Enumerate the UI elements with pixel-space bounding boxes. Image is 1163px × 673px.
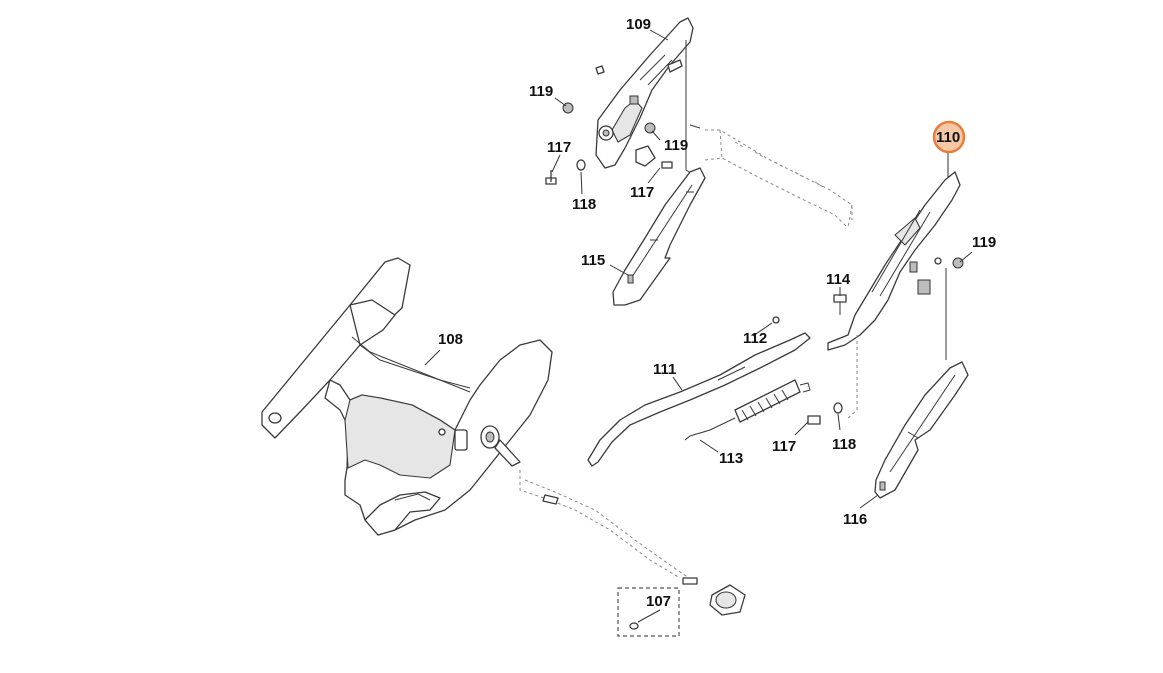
part-109-left-bracket xyxy=(595,17,694,169)
cable-dashed xyxy=(519,470,698,585)
part-115-left-plate xyxy=(612,167,706,306)
callout-107[interactable]: 107 xyxy=(646,593,671,610)
axle-tube xyxy=(704,129,853,229)
callout-115[interactable]: 115 xyxy=(581,252,605,269)
part-113-spring xyxy=(684,379,811,441)
hardware-right-group xyxy=(807,257,964,425)
callout-118-right[interactable]: 118 xyxy=(832,436,856,453)
part-111-lever xyxy=(587,332,811,467)
callout-118-left[interactable]: 118 xyxy=(572,196,596,213)
callout-119-top-left[interactable]: 119 xyxy=(529,83,553,100)
part-116-right-plate xyxy=(874,361,969,499)
callout-116[interactable]: 116 xyxy=(843,511,867,528)
callout-110-highlight-ring xyxy=(932,120,966,154)
callout-117-left[interactable]: 117 xyxy=(547,139,571,156)
callout-109[interactable]: 109 xyxy=(626,16,651,33)
leader-lines xyxy=(424,29,973,623)
callout-113[interactable]: 113 xyxy=(719,450,743,467)
part-107-knob xyxy=(617,584,746,637)
callout-119-right[interactable]: 119 xyxy=(972,234,996,251)
callout-111[interactable]: 111 xyxy=(653,361,676,378)
callout-112[interactable]: 112 xyxy=(743,330,767,347)
part-110-right-bracket xyxy=(827,171,961,351)
callout-labels: 109 119 119 117 118 117 115 110 119 114 … xyxy=(438,16,996,610)
part-112-screw xyxy=(772,316,780,324)
callout-108[interactable]: 108 xyxy=(438,331,463,348)
callout-110[interactable]: 110 xyxy=(936,129,960,146)
callout-114[interactable]: 114 xyxy=(826,271,851,288)
callout-117-mid[interactable]: 117 xyxy=(630,184,654,201)
part-108-lower-handle xyxy=(261,257,553,536)
callout-119-mid-left[interactable]: 119 xyxy=(664,137,688,154)
callout-117-right[interactable]: 117 xyxy=(772,438,796,455)
